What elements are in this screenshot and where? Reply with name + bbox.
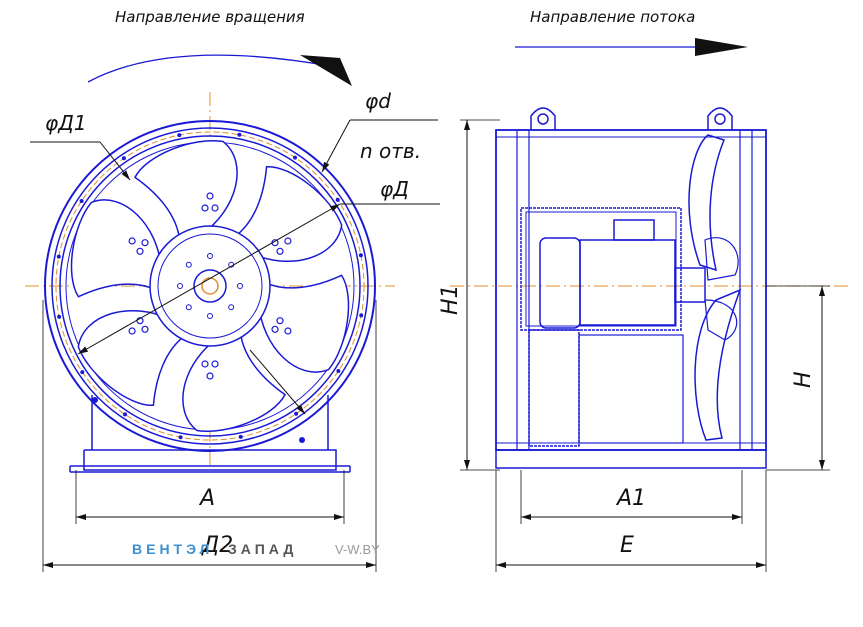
- flange-ring: [59, 135, 361, 437]
- side-blade-top: [688, 134, 725, 272]
- rotation-direction-label: Направление вращения: [115, 8, 305, 26]
- rotation-arrow: [87, 54, 331, 83]
- label-phi-d: φd: [365, 89, 391, 113]
- housing-inner-ring: [51, 127, 369, 445]
- leader-d1: [99, 141, 131, 181]
- flange-bolt-hole: [293, 155, 297, 160]
- label-dim-h: Н: [791, 371, 816, 388]
- flange-bolt-hole: [237, 132, 242, 137]
- flange-bolt-hole: [79, 199, 84, 203]
- flange-bolt-hole: [57, 314, 62, 319]
- side-base: [495, 449, 767, 469]
- front-view: [25, 54, 440, 572]
- motor-frame: [520, 207, 682, 331]
- label-dim-d2: Д2: [201, 533, 233, 558]
- hub-hole: [211, 360, 219, 368]
- label-dim-a: А: [198, 486, 215, 511]
- motor-end-cap: [539, 237, 581, 329]
- side-view: [450, 38, 850, 572]
- flange-bolt-hole: [294, 411, 299, 416]
- hub-hole: [206, 372, 214, 380]
- flange-bolt-hole: [177, 133, 182, 138]
- label-phi-d1: φД1: [45, 111, 87, 135]
- flange-bolt-hole: [335, 197, 340, 202]
- flange-bolt-hole: [336, 369, 341, 373]
- hub-hole: [201, 360, 209, 368]
- bolt-circle: [55, 131, 365, 441]
- housing-outer-ring: [44, 120, 376, 452]
- leader-d: [321, 119, 351, 173]
- label-n-holes: n отв.: [360, 139, 421, 163]
- lifting-eye-left: [530, 107, 556, 130]
- bolt-holes: [56, 132, 364, 440]
- motor-shaft-hub: [674, 267, 706, 303]
- shaft: [201, 277, 219, 295]
- watermark-site: V-W.BY: [335, 542, 380, 557]
- flow-direction-label: Направление потока: [530, 8, 695, 26]
- motor-body: [579, 239, 676, 326]
- flange-bolt-hole: [80, 370, 85, 375]
- blade: [182, 330, 286, 433]
- rotation-arrow-head: [300, 55, 352, 86]
- label-phi-D: φД: [380, 177, 409, 201]
- watermark-brand-blue: ВЕНТЭЛ: [132, 541, 213, 557]
- flange-bolt-hole: [238, 434, 243, 439]
- flange-bolt-hole: [121, 156, 126, 161]
- flow-arrow-head: [695, 38, 748, 56]
- flange-bolt-hole: [359, 313, 364, 318]
- flange-bolt-hole: [178, 435, 183, 440]
- label-dim-e: Е: [620, 533, 634, 558]
- lifting-eye-right: [707, 107, 733, 130]
- diameter-line: [77, 203, 341, 355]
- flange-bolt-hole: [358, 253, 363, 258]
- hub-hole: [206, 192, 214, 200]
- label-dim-a1: А1: [615, 486, 646, 511]
- watermark-brand-gray: ЗАПАД: [228, 541, 297, 557]
- side-flange-right: [739, 129, 753, 451]
- side-blade-bottom: [694, 288, 742, 441]
- base-plate: [83, 449, 337, 471]
- terminal-box: [613, 219, 655, 241]
- flange-bolt-hole: [56, 254, 61, 259]
- label-dim-h1: Н1: [438, 284, 463, 315]
- flange-bolt-hole: [123, 412, 127, 417]
- side-flange-left: [516, 129, 530, 451]
- side-housing: [495, 129, 767, 451]
- motor-support: [528, 329, 580, 447]
